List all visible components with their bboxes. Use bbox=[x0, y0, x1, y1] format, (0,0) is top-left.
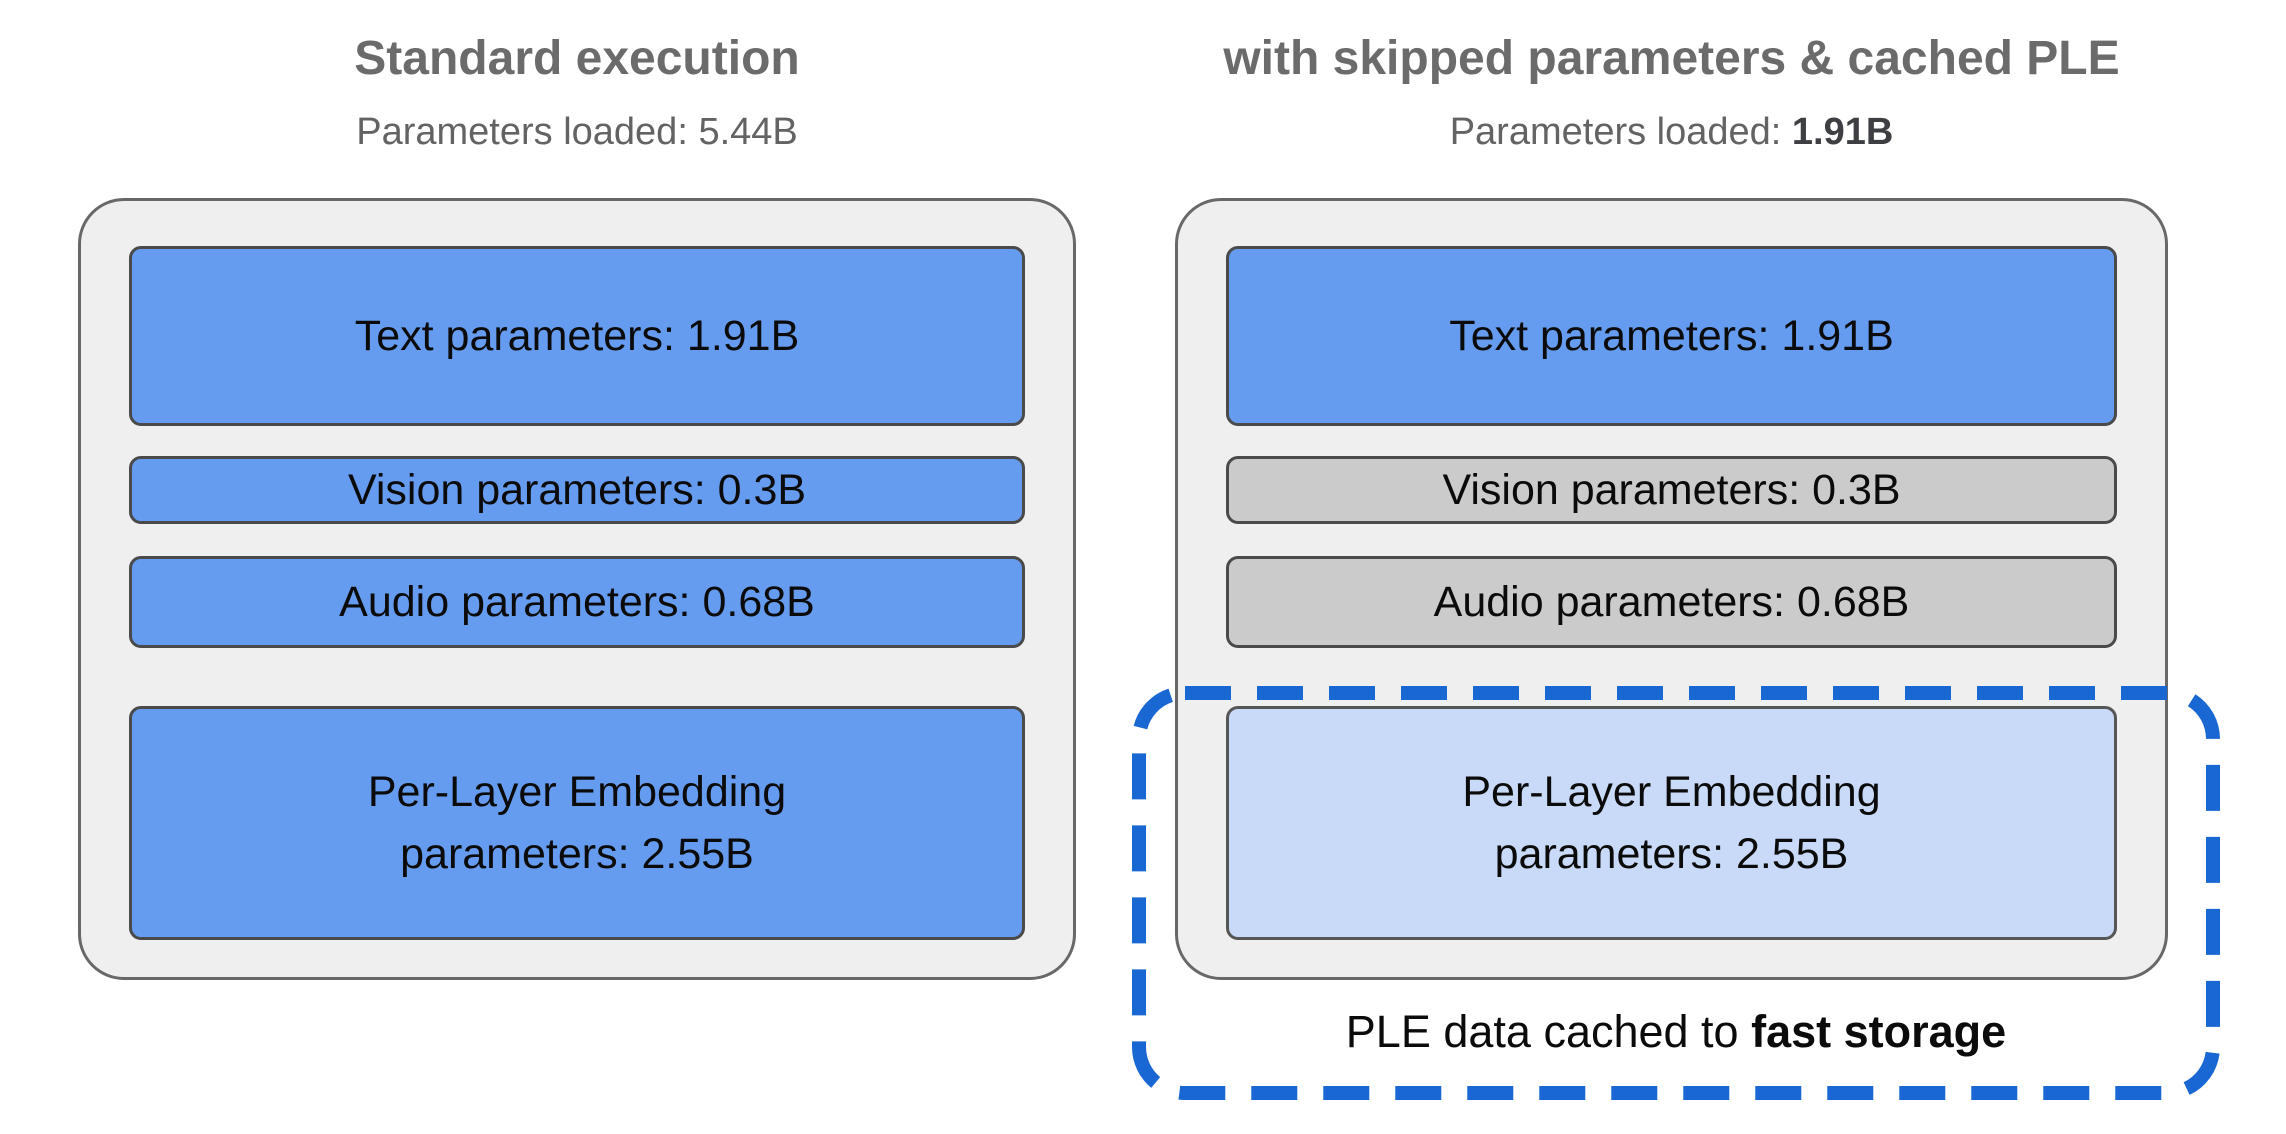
left-text-params-box: Text parameters: 1.91B bbox=[129, 246, 1025, 426]
left-audio-params-box: Audio parameters: 0.68B bbox=[129, 556, 1025, 648]
right-ple-line1: Per-Layer Embedding bbox=[1462, 767, 1881, 816]
left-audio-params-label: Audio parameters: 0.68B bbox=[339, 577, 815, 626]
left-ple-params-label: Per-Layer Embedding parameters: 2.55B bbox=[368, 761, 786, 886]
right-panel-subtitle: Parameters loaded: 1.91B bbox=[1175, 108, 2168, 156]
left-panel-title: Standard execution bbox=[354, 32, 800, 85]
left-params-loaded-value: 5.44B bbox=[698, 111, 798, 153]
right-ple-params-box-cached: Per-Layer Embedding parameters: 2.55B bbox=[1226, 706, 2117, 940]
right-vision-params-box-skipped: Vision parameters: 0.3B bbox=[1226, 456, 2117, 524]
right-params-loaded-label: Parameters loaded: bbox=[1449, 111, 1792, 153]
left-params-loaded-label: Parameters loaded: bbox=[356, 111, 699, 153]
right-vision-params-label: Vision parameters: 0.3B bbox=[1442, 465, 1901, 514]
right-model-container: Text parameters: 1.91B Vision parameters… bbox=[1175, 198, 2168, 980]
right-params-loaded-value: 1.91B bbox=[1791, 111, 1894, 153]
left-model-container: Text parameters: 1.91B Vision parameters… bbox=[78, 198, 1076, 980]
ple-cache-note-bold: fast storage bbox=[1751, 1006, 2007, 1057]
left-ple-line2: parameters: 2.55B bbox=[400, 830, 754, 878]
ple-cache-note-prefix: PLE data cached to bbox=[1345, 1006, 1752, 1057]
right-panel-title: with skipped parameters & cached PLE bbox=[1223, 32, 2120, 85]
left-vision-params-label: Vision parameters: 0.3B bbox=[347, 465, 807, 514]
left-panel-subtitle: Parameters loaded: 5.44B bbox=[78, 108, 1076, 156]
right-audio-params-box-skipped: Audio parameters: 0.68B bbox=[1226, 556, 2117, 648]
right-ple-line2: parameters: 2.55B bbox=[1494, 830, 1849, 878]
left-vision-params-box: Vision parameters: 0.3B bbox=[129, 456, 1025, 524]
ple-cache-note: PLE data cached to fast storage bbox=[1138, 1004, 2214, 1060]
left-ple-params-box: Per-Layer Embedding parameters: 2.55B bbox=[129, 706, 1025, 940]
right-text-params-label: Text parameters: 1.91B bbox=[1449, 311, 1894, 360]
right-text-params-box: Text parameters: 1.91B bbox=[1226, 246, 2117, 426]
right-audio-params-label: Audio parameters: 0.68B bbox=[1433, 577, 1910, 626]
left-ple-line1: Per-Layer Embedding bbox=[367, 767, 787, 816]
right-ple-params-label: Per-Layer Embedding parameters: 2.55B bbox=[1462, 761, 1880, 886]
left-text-params-label: Text parameters: 1.91B bbox=[354, 311, 800, 360]
